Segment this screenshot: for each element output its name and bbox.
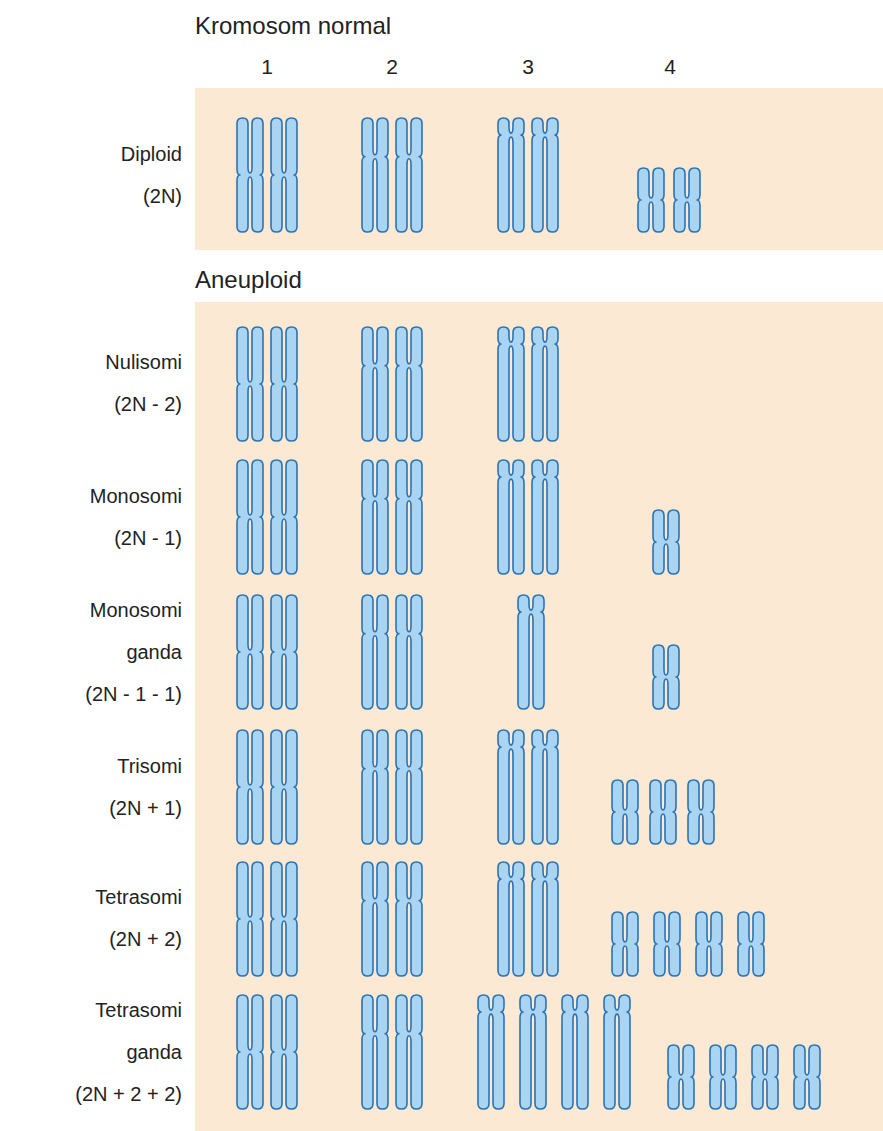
chromosome xyxy=(696,912,722,976)
chromosome xyxy=(271,995,297,1109)
chromosome xyxy=(362,995,388,1109)
chromosome xyxy=(362,460,388,574)
panel-heading: Kromosom normal xyxy=(195,12,883,40)
row-formula: (2N + 2) xyxy=(7,918,182,960)
chromosome xyxy=(271,118,297,232)
row-formula: (2N + 1) xyxy=(7,787,182,829)
panel-background xyxy=(195,88,883,250)
chromosome xyxy=(362,730,388,844)
chromosome xyxy=(794,1045,820,1109)
row-name: Tetrasomi xyxy=(62,876,182,918)
row-label-holder: Nulisomi(2N - 2) xyxy=(7,341,182,425)
chromosome xyxy=(237,730,263,844)
chromosome-panel: Kromosom normal xyxy=(195,88,883,250)
chromosome xyxy=(520,995,546,1109)
chromosome xyxy=(674,168,700,232)
chromosome xyxy=(518,595,544,709)
chromosome xyxy=(237,118,263,232)
chromosome xyxy=(237,995,263,1109)
chromosome xyxy=(396,730,422,844)
row-label-holder: Trisomi(2N + 1) xyxy=(7,745,182,829)
column-number: 1 xyxy=(247,55,287,79)
chromosome xyxy=(532,862,558,976)
panel-background xyxy=(195,302,883,1131)
chromosome xyxy=(498,118,524,232)
row-formula: (2N - 1 - 1) xyxy=(7,673,182,715)
chromosome xyxy=(752,1045,778,1109)
chromosome xyxy=(653,645,679,709)
row-formula: (2N - 2) xyxy=(7,383,182,425)
chromosome xyxy=(237,862,263,976)
panel-heading: Aneuploid xyxy=(195,266,883,294)
row-name: Monosomi ganda xyxy=(62,589,182,673)
chromosome xyxy=(498,460,524,574)
chromosome xyxy=(396,595,422,709)
chromosome xyxy=(271,730,297,844)
row-name: Tetrasomi ganda xyxy=(62,989,182,1073)
chromosome xyxy=(362,862,388,976)
chromosome xyxy=(612,912,638,976)
chromosome xyxy=(396,862,422,976)
chromosome xyxy=(362,327,388,441)
row-label-holder: Monosomi(2N - 1) xyxy=(7,475,182,559)
chromosome xyxy=(396,460,422,574)
column-number-holder: 1 xyxy=(247,55,287,79)
column-number-holder: 4 xyxy=(650,55,690,79)
chromosome xyxy=(532,327,558,441)
chromosome xyxy=(650,780,676,844)
chromosome xyxy=(688,780,714,844)
chromosome xyxy=(396,118,422,232)
row-label-holder: Tetrasomi ganda(2N + 2 + 2) xyxy=(7,989,182,1115)
row-name: Monosomi xyxy=(62,475,182,517)
panel-illustration xyxy=(195,302,883,1131)
row-formula: (2N) xyxy=(7,175,182,217)
chromosome xyxy=(237,460,263,574)
chromosome xyxy=(668,1045,694,1109)
row-name: Diploid xyxy=(62,133,182,175)
chromosome xyxy=(396,995,422,1109)
row-formula: (2N - 1) xyxy=(7,517,182,559)
chromosome xyxy=(237,327,263,441)
chromosome xyxy=(271,460,297,574)
chromosome xyxy=(653,510,679,574)
chromosome xyxy=(271,327,297,441)
panel-illustration xyxy=(195,88,883,250)
chromosome xyxy=(498,327,524,441)
column-number: 2 xyxy=(372,55,412,79)
column-number-holder: 2 xyxy=(372,55,412,79)
row-label-holder: Monosomi ganda(2N - 1 - 1) xyxy=(7,589,182,715)
row-name: Trisomi xyxy=(62,745,182,787)
row-label-holder: Diploid(2N) xyxy=(7,133,182,217)
chromosome xyxy=(362,595,388,709)
chromosome xyxy=(478,995,504,1109)
chromosome xyxy=(562,995,588,1109)
chromosome xyxy=(532,730,558,844)
chromosome xyxy=(532,460,558,574)
chromosome xyxy=(654,912,680,976)
column-number: 4 xyxy=(650,55,690,79)
chromosome xyxy=(532,118,558,232)
row-name: Nulisomi xyxy=(62,341,182,383)
chromosome xyxy=(710,1045,736,1109)
chromosome xyxy=(604,995,630,1109)
chromosome xyxy=(612,780,638,844)
row-label-holder: Tetrasomi(2N + 2) xyxy=(7,876,182,960)
chromosome xyxy=(738,912,764,976)
chromosome xyxy=(498,730,524,844)
chromosome xyxy=(396,327,422,441)
column-number-holder: 3 xyxy=(508,55,548,79)
chromosome xyxy=(638,168,664,232)
chromosome xyxy=(362,118,388,232)
chromosome xyxy=(498,862,524,976)
column-number: 3 xyxy=(508,55,548,79)
row-formula: (2N + 2 + 2) xyxy=(7,1073,182,1115)
chromosome-panel: Aneuploid xyxy=(195,302,883,1131)
chromosome xyxy=(237,595,263,709)
chromosome xyxy=(271,595,297,709)
chromosome xyxy=(271,862,297,976)
